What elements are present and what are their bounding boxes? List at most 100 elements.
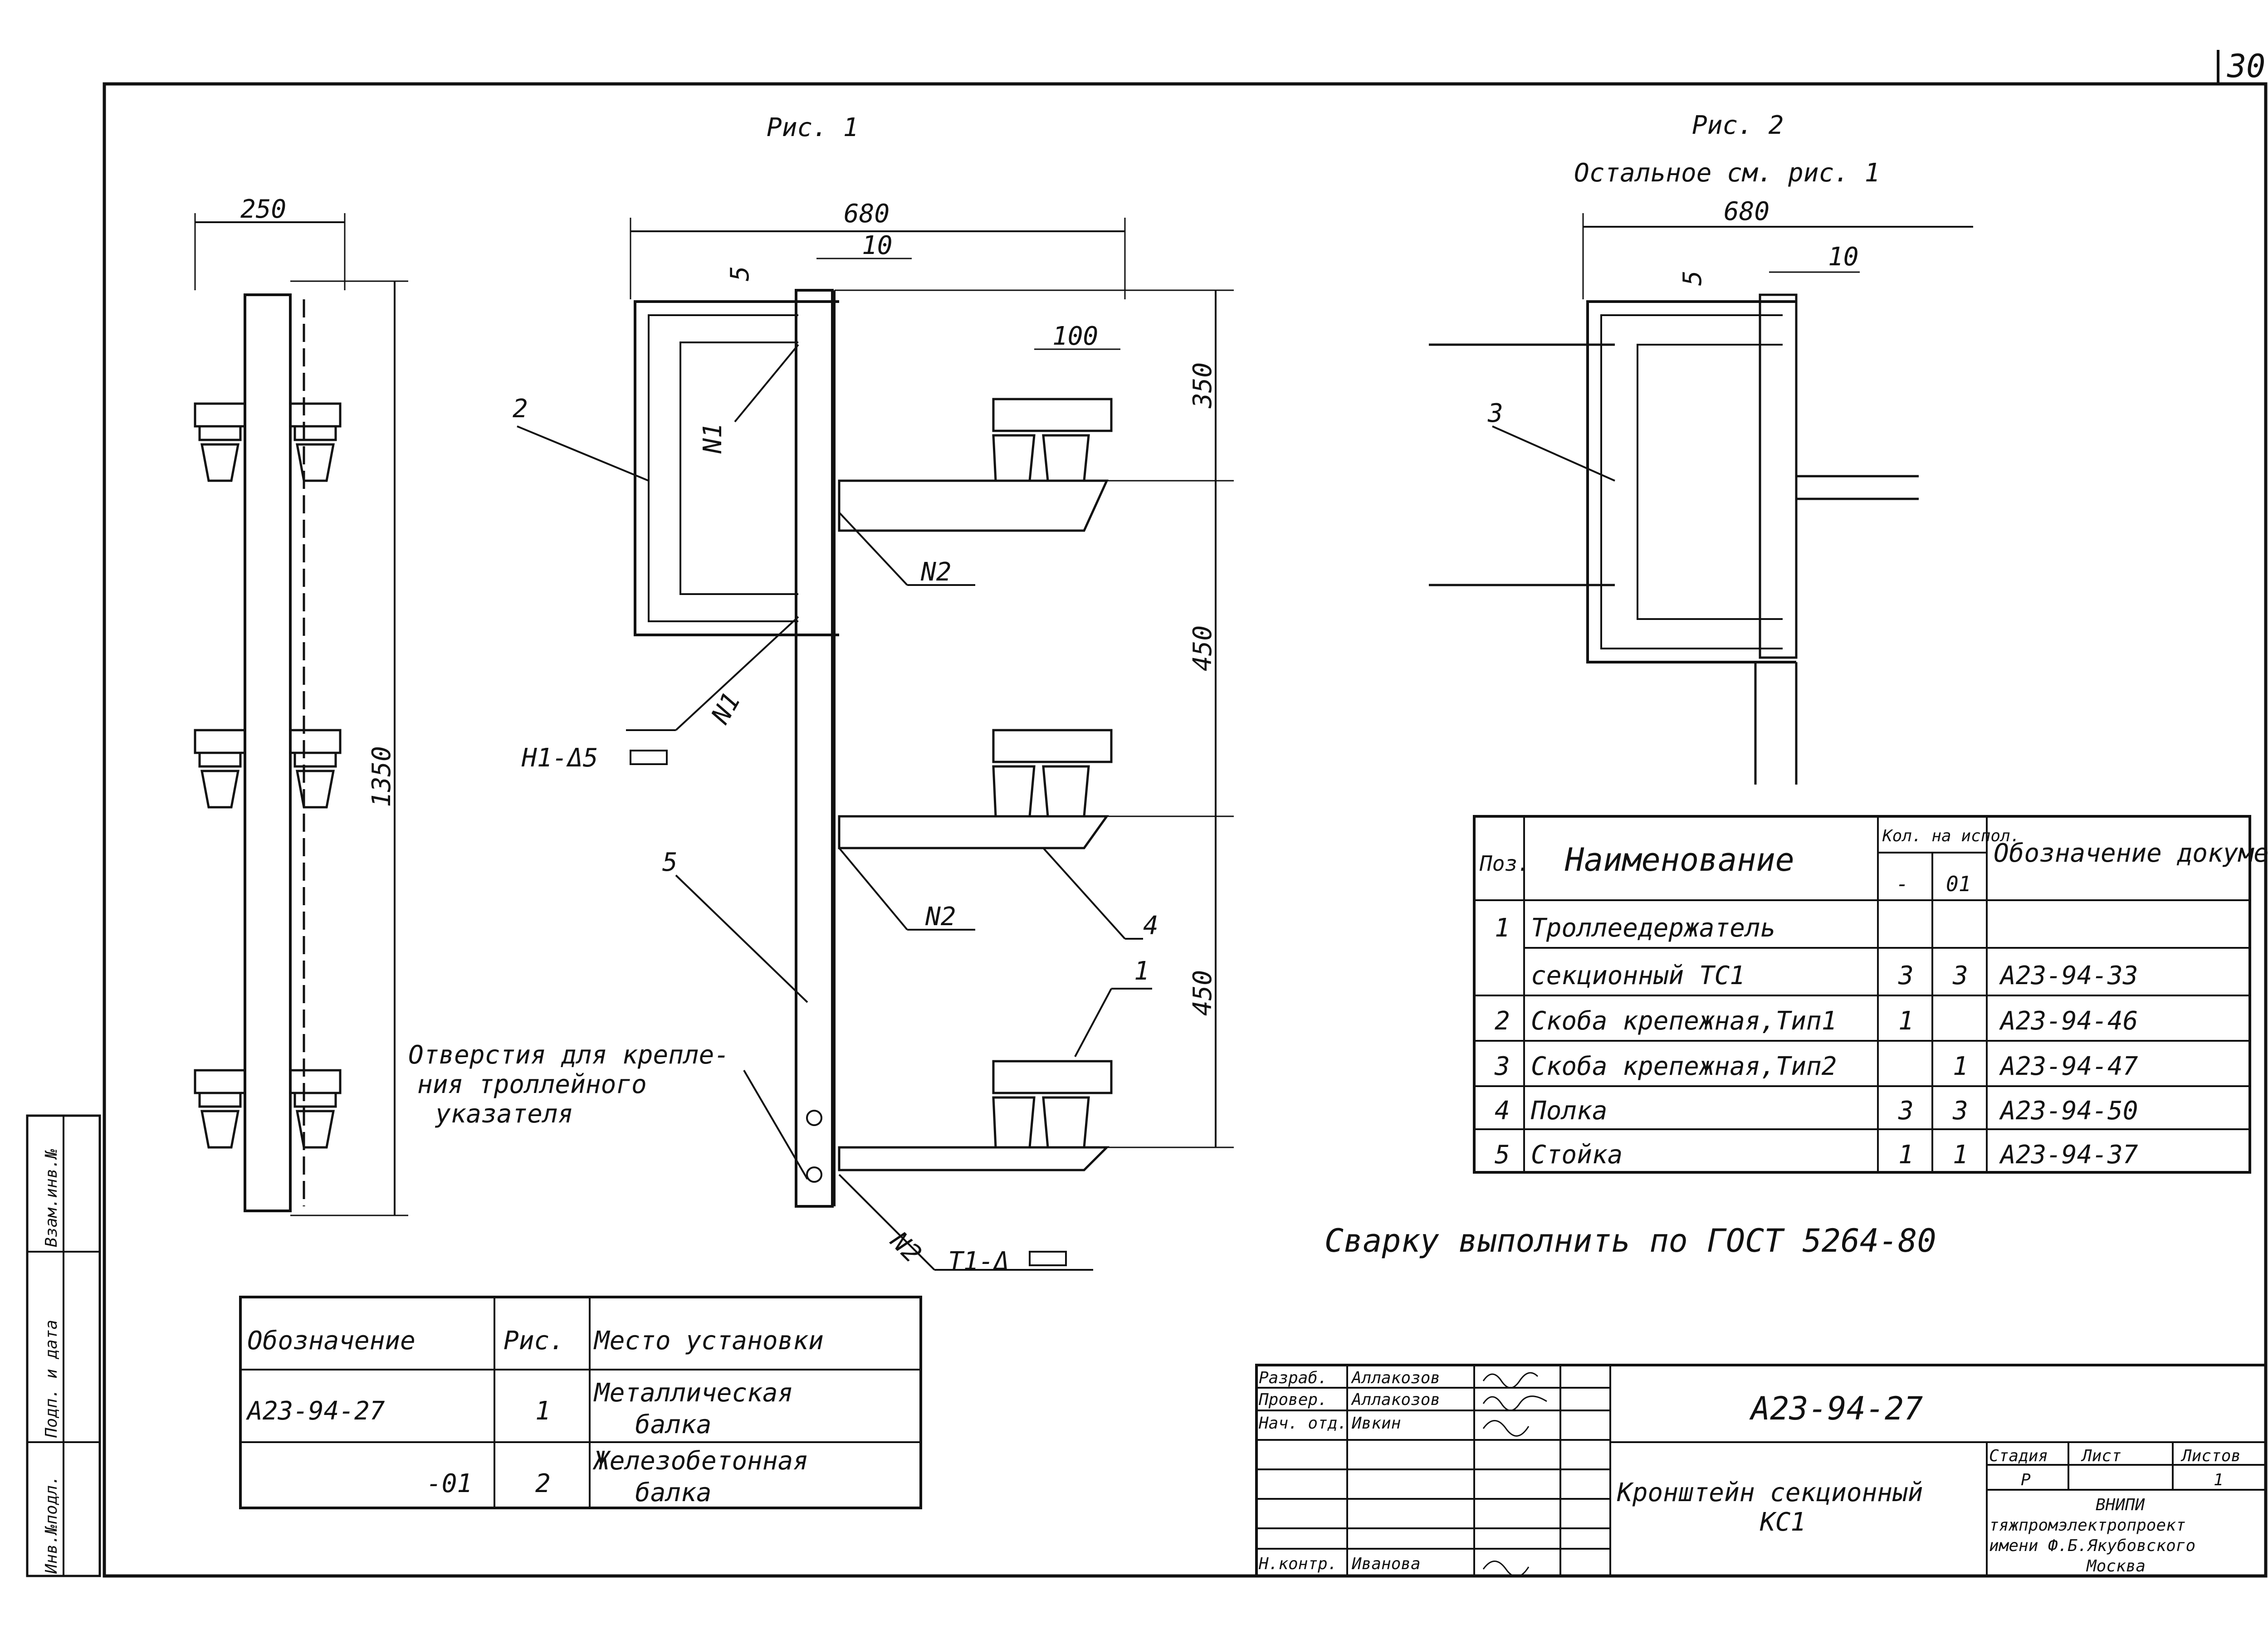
spec-r1-qty: 3 — [1898, 961, 1914, 990]
dim-side-width: 250 — [240, 195, 286, 224]
spec-head-pos: Поз. — [1479, 851, 1530, 876]
spec-r1-name: секционный ТС1 — [1531, 961, 1745, 990]
spec-r4-doc: А23-94-50 — [1999, 1096, 2138, 1126]
weld-note: Сварку выполнить по ГОСТ 5264-80 — [1325, 1222, 1936, 1259]
front-view: 680 10 5 100 350 450 — [408, 199, 1234, 1276]
tb-org-3: имени Ф.Б.Якубовского — [1989, 1536, 2195, 1555]
fig2-view: 680 10 5 3 — [1429, 197, 1973, 785]
dim-front-mid: 450 — [1188, 625, 1217, 671]
tb-sheets-value: 1 — [2214, 1471, 2224, 1489]
tb-sheets-label: Листов — [2180, 1447, 2241, 1465]
weld-h1: H1-Δ5 — [521, 743, 598, 773]
dim-front-top: 350 — [1188, 362, 1217, 409]
side-view: 250 1350 — [194, 195, 408, 1216]
title-block: Разраб. Провер. Нач. отд. Н.контр. Аллак… — [1255, 1364, 2267, 1577]
var-head-place: Место установки — [593, 1326, 824, 1356]
page-number: 30 — [2227, 48, 2265, 85]
var-r0-place1: Металлическая — [593, 1378, 793, 1408]
spec-r5-pos: 5 — [1495, 1140, 1510, 1170]
spec-head-qty: Кол. на испол. — [1882, 827, 2020, 845]
spec-r3-name: Скоба крепежная,Тип2 — [1531, 1052, 1837, 1081]
sheet-frame: 30 — [103, 48, 2268, 1578]
tb-role-0: Разраб. — [1259, 1369, 1328, 1387]
variant-table: Обозначение Рис. Место установки А23-94-… — [239, 1296, 922, 1509]
spec-r5-doc: А23-94-37 — [1999, 1140, 2138, 1170]
spec-r5-name: Стойка — [1531, 1140, 1623, 1170]
tb-role-2: Нач. отд. — [1258, 1414, 1347, 1433]
weld-n1-bottom: N1 — [705, 688, 747, 729]
dim-fig2-gap: 10 — [1828, 242, 1858, 272]
spec-r2-pos: 2 — [1495, 1006, 1510, 1036]
tb-name-1: Аллакозов — [1351, 1390, 1440, 1409]
fig2-title: Рис. 2 — [1692, 111, 1784, 140]
dim-front-offset: 5 — [725, 266, 755, 281]
tb-title-1: Кронштейн секционный — [1617, 1478, 1923, 1507]
stamp-inv-repl: Взам.инв.№ — [42, 1149, 61, 1247]
spec-r4-pos: 4 — [1495, 1096, 1510, 1126]
spec-r0-pos: 1 — [1495, 913, 1510, 943]
weld-n2-a: N2 — [920, 557, 951, 587]
spec-r3-doc: А23-94-47 — [1999, 1052, 2138, 1081]
spec-r4-qty: 3 — [1898, 1096, 1914, 1126]
spec-r4-qty01: 3 — [1952, 1096, 1968, 1126]
spec-r2-doc: А23-94-46 — [1999, 1006, 2138, 1036]
weld-n2-b: N2 — [925, 902, 956, 932]
tb-org-2: тяжпромэлектропроект — [1989, 1516, 2185, 1535]
tb-stage-value: Р — [2021, 1471, 2031, 1489]
tb-name-6: Иванова — [1351, 1555, 1421, 1573]
spec-r5-qty: 1 — [1898, 1140, 1914, 1170]
callout-pos3: 3 — [1487, 399, 1503, 428]
dim-side-height: 1350 — [367, 746, 396, 807]
spec-r1-qty01: 3 — [1952, 961, 1968, 990]
var-r1-code: -01 — [426, 1469, 472, 1498]
tb-name-0: Аллакозов — [1351, 1369, 1440, 1387]
tb-name-2: Ивкин — [1351, 1414, 1401, 1433]
var-r1-fig: 2 — [535, 1469, 551, 1498]
tb-role-6: Н.контр. — [1258, 1555, 1337, 1573]
spec-r3-qty01: 1 — [1953, 1052, 1968, 1081]
weld-n1-top: N1 — [698, 423, 728, 454]
holes-note-3: указателя — [435, 1099, 573, 1129]
var-r0-code: А23-94-27 — [246, 1396, 385, 1426]
callout-pos2: 2 — [513, 394, 528, 424]
spec-r4-name: Полка — [1530, 1096, 1608, 1126]
signature-marks — [1482, 1372, 1547, 1577]
spec-r2-name: Скоба крепежная,Тип1 — [1531, 1006, 1837, 1036]
spec-r3-pos: 3 — [1494, 1052, 1510, 1081]
var-r0-place2: балка — [635, 1410, 712, 1439]
callout-pos5: 5 — [662, 848, 678, 877]
var-r1-place1: Железобетонная — [592, 1446, 808, 1476]
var-r1-place2: балка — [635, 1478, 712, 1507]
callout-pos4: 4 — [1143, 911, 1158, 941]
spec-r1-doc: А23-94-33 — [1999, 961, 2138, 990]
spec-head-doc: Обозначение документа — [1994, 839, 2268, 868]
spec-r5-qty01: 1 — [1953, 1140, 1968, 1170]
dim-fig2-offset: 5 — [1678, 270, 1707, 286]
var-head-fig: Рис. — [503, 1326, 565, 1356]
spec-head-qty-01: 01 — [1946, 872, 1971, 896]
tb-stage-label: Стадия — [1989, 1447, 2048, 1465]
var-head-code: Обозначение — [247, 1326, 415, 1356]
tb-role-1: Провер. — [1258, 1390, 1328, 1409]
weld-n2-c: N2 — [884, 1226, 927, 1268]
tb-sheet-label: Лист — [2081, 1447, 2121, 1465]
dim-front-gap: 10 — [862, 231, 892, 260]
spec-r2-qty: 1 — [1898, 1006, 1914, 1036]
dim-front-pitch: 100 — [1052, 322, 1098, 351]
spec-r0-name: Троллеедержатель — [1531, 913, 1775, 943]
spec-head-qty-dash: - — [1896, 872, 1909, 896]
tb-org-1: ВНИПИ — [2096, 1496, 2145, 1514]
margin-stamp: Инв.№подл. Подп. и дата Взам.инв.№ — [26, 1114, 101, 1577]
holes-note-1: Отверстия для крепле- — [408, 1040, 729, 1070]
tb-title-2: КС1 — [1760, 1507, 1806, 1537]
spec-head-name: Наименование — [1564, 841, 1794, 878]
spec-table: Поз. Наименование Кол. на испол. - 01 Об… — [1473, 815, 2268, 1174]
fig2-note: Остальное см. рис. 1 — [1574, 158, 1880, 188]
tb-designation: А23-94-27 — [1749, 1390, 1923, 1427]
tb-org-4: Москва — [2086, 1557, 2146, 1575]
weld-t1: T1-Δ — [948, 1247, 1009, 1276]
callout-pos1: 1 — [1134, 956, 1149, 986]
dim-front-bottom: 450 — [1188, 970, 1217, 1016]
stamp-sign-date: Подп. и дата — [42, 1320, 61, 1438]
